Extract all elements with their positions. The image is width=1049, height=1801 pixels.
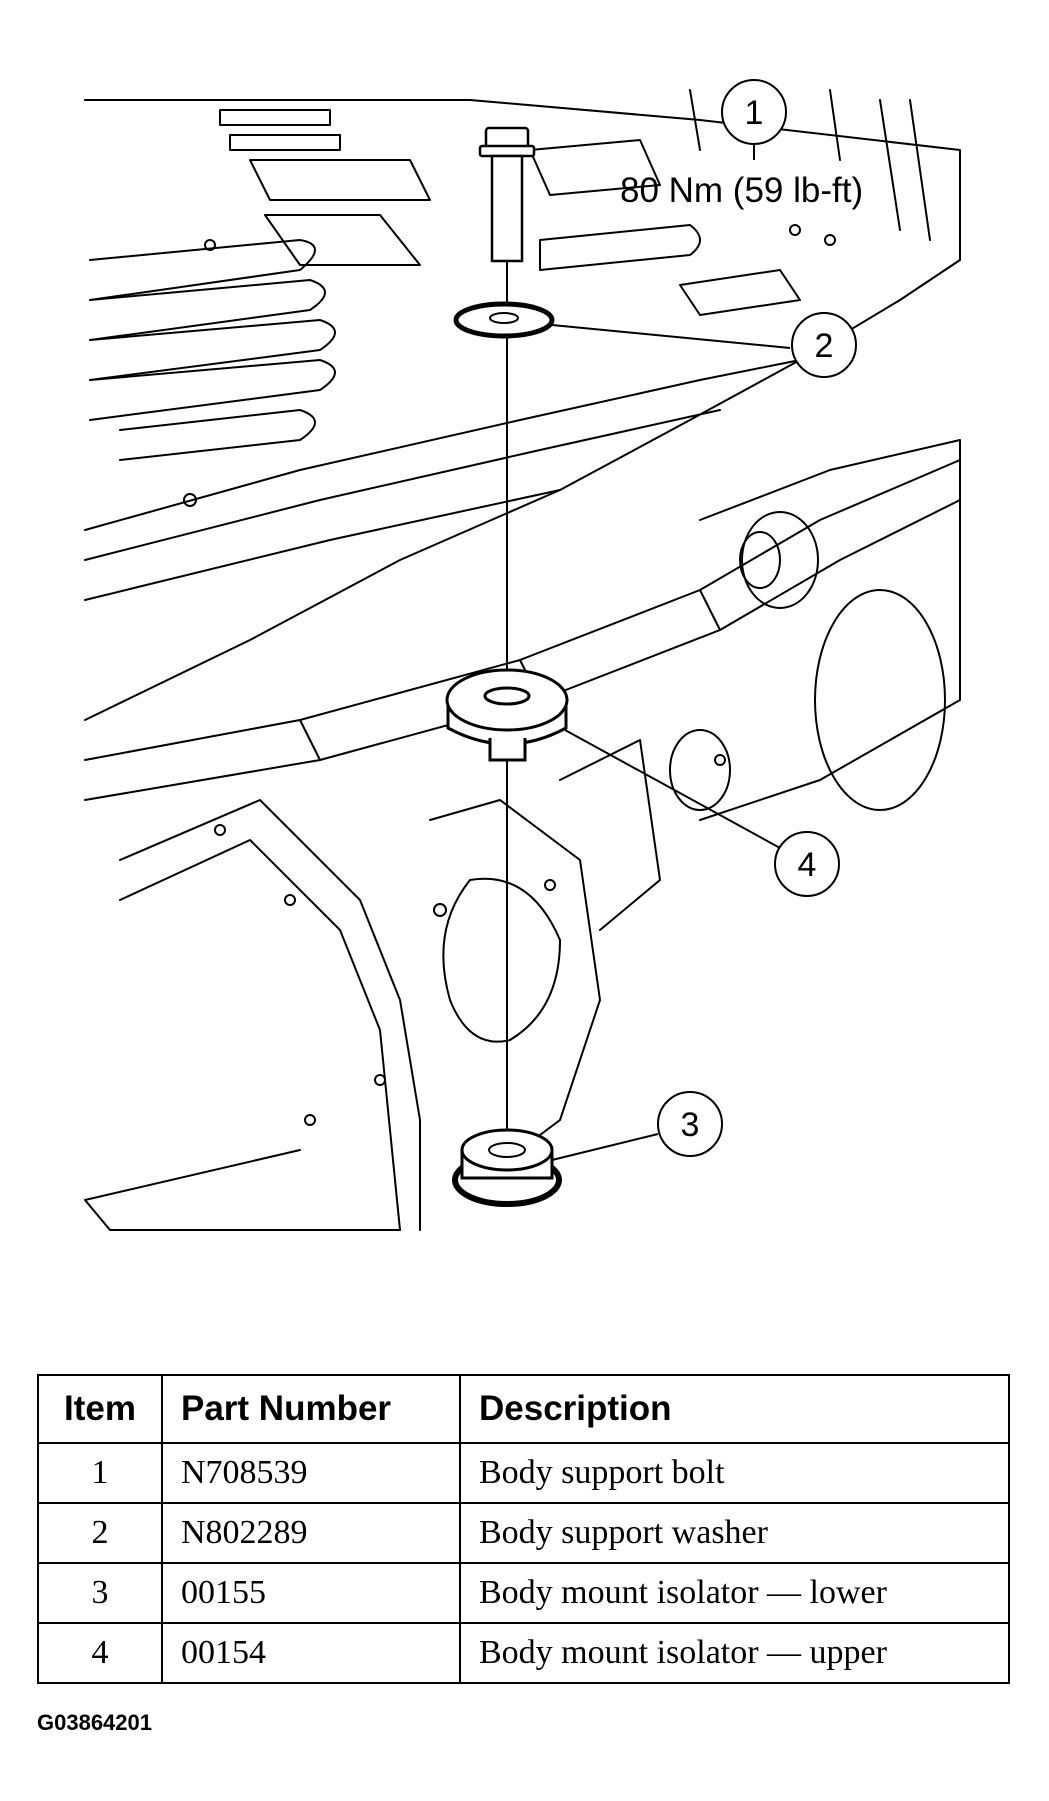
part-number-cell: 00154 [161,1622,461,1684]
upper-isolator [445,668,569,762]
leader-lines [551,144,791,1161]
table-row: 3 00155 Body mount isolator — lower [37,1562,1010,1624]
column-header-item: Item [37,1374,163,1444]
body-support-bolt [478,126,536,263]
torque-spec: 80 Nm (59 lb-ft) [620,171,863,210]
item-cell: 3 [37,1562,163,1624]
callout-2: 2 [791,312,857,378]
table-row: 2 N802289 Body support washer [37,1502,1010,1564]
lower-isolator [452,1128,562,1207]
callout-4-number: 4 [798,846,817,884]
part-number-cell: N802289 [161,1502,461,1564]
table-row: 1 N708539 Body support bolt [37,1442,1010,1504]
item-cell: 2 [37,1502,163,1564]
column-header-part-number: Part Number [161,1374,461,1444]
figure-id: G03864201 [37,1710,152,1735]
vehicle-floor-pan-linework [84,89,961,1231]
column-header-description: Description [459,1374,1010,1444]
part-number-cell: N708539 [161,1442,461,1504]
part-number-cell: 00155 [161,1562,461,1624]
description-cell: Body mount isolator — upper [459,1622,1010,1684]
callout-1: 1 [721,79,787,145]
table-header-row: Item Part Number Description [37,1374,1010,1444]
table-row: 4 00154 Body mount isolator — upper [37,1622,1010,1684]
callout-3: 3 [657,1091,723,1157]
body-mount-exploded-diagram: 1 80 Nm (59 lb-ft) 2 3 4 [84,79,961,1231]
description-cell: Body support bolt [459,1442,1010,1504]
item-cell: 1 [37,1442,163,1504]
callout-1-number: 1 [745,94,764,132]
callout-2-number: 2 [815,327,834,365]
parts-table: Item Part Number Description 1 N708539 B… [37,1374,1010,1684]
description-cell: Body mount isolator — lower [459,1562,1010,1624]
callout-3-number: 3 [681,1106,700,1144]
item-cell: 4 [37,1622,163,1684]
callout-4: 4 [774,831,840,897]
description-cell: Body support washer [459,1502,1010,1564]
body-support-washer [453,301,555,339]
